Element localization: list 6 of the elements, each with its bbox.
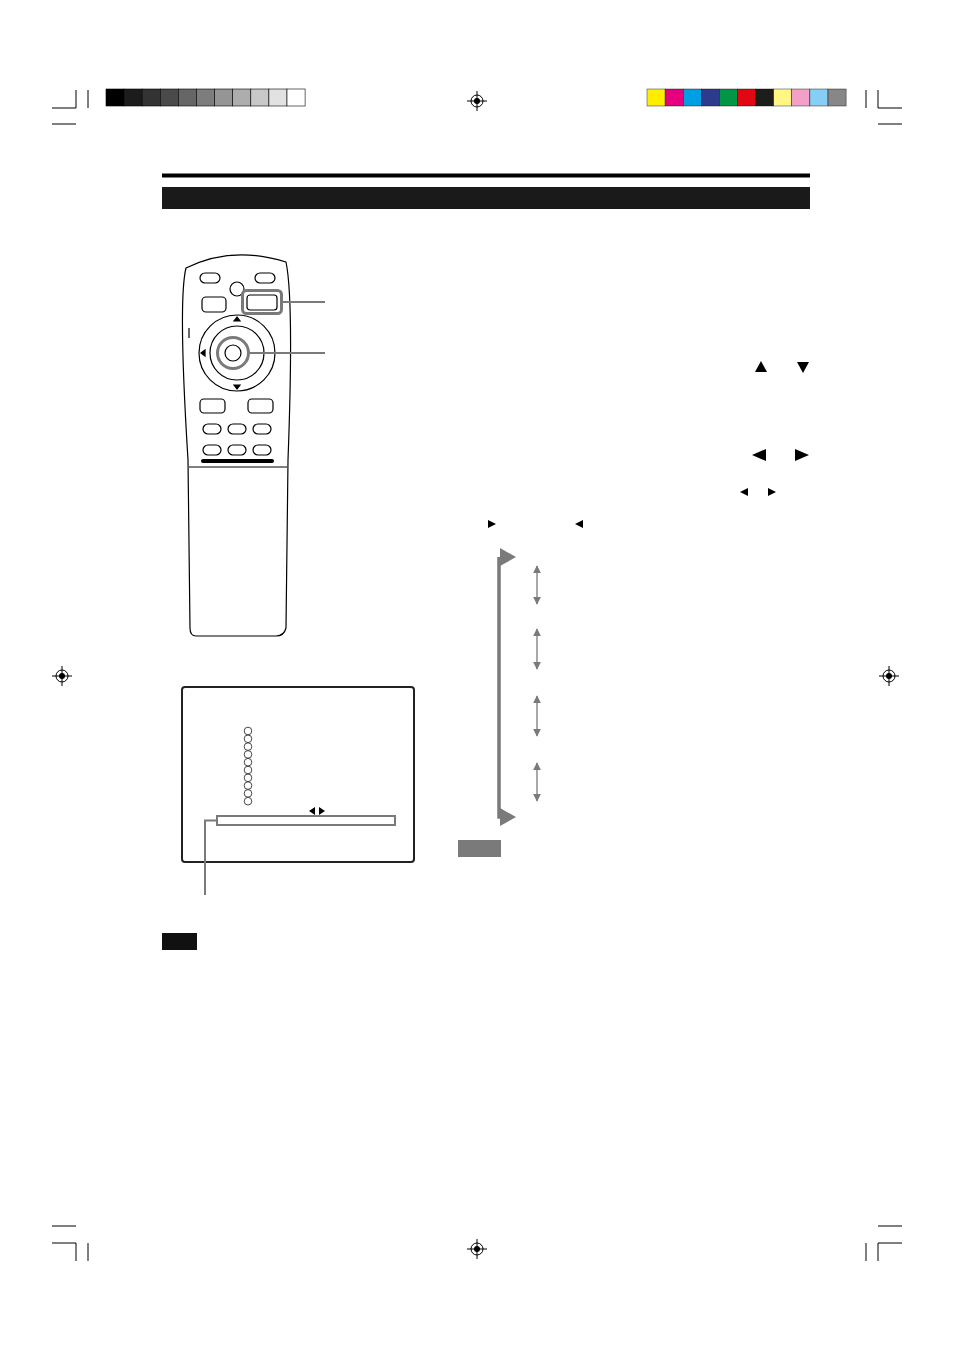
leader-line xyxy=(249,352,326,354)
highlighted-joystick xyxy=(216,336,250,370)
leader-line xyxy=(204,819,217,896)
menu-bar xyxy=(216,815,396,826)
highlighted-button xyxy=(241,289,283,315)
leader-line xyxy=(282,301,326,303)
